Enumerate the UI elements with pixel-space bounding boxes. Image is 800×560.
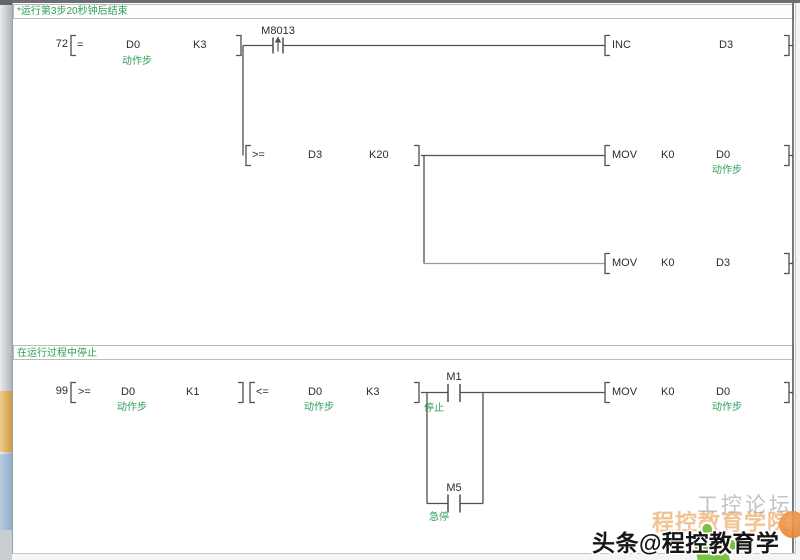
contact-m1[interactable]	[447, 384, 461, 402]
contact-comment-stop: 停止	[424, 403, 444, 414]
canvas-top-border	[12, 0, 800, 3]
statement-text-1: *运行第3步20秒钟后结束	[17, 6, 128, 17]
mov-src-k0[interactable]: K0	[661, 386, 675, 398]
inc-mnemonic[interactable]: INC	[612, 39, 631, 51]
operand-comment: 动作步	[117, 402, 147, 413]
operand-k3[interactable]: K3	[366, 386, 380, 398]
mov-mnemonic[interactable]: MOV	[612, 149, 638, 161]
mov-third-brackets[interactable]	[604, 381, 790, 404]
operand-comment: 动作步	[304, 402, 334, 413]
pulse-contact-m8013[interactable]	[272, 36, 284, 54]
edge-segment-blue	[0, 454, 12, 530]
contact-label-m5[interactable]: M5	[446, 482, 462, 494]
statement-text-2: 在运行过程中停止	[17, 348, 97, 359]
inc-instruction-brackets[interactable]	[604, 34, 790, 57]
rung99-wires	[421, 391, 793, 505]
edge-segment-footer	[0, 530, 12, 560]
edge-segment-orange	[0, 391, 12, 452]
operand-k20[interactable]: K20	[369, 149, 389, 161]
mov-mnemonic[interactable]: MOV	[612, 257, 638, 269]
mov-src-k0[interactable]: K0	[661, 149, 675, 161]
operand-comment: 动作步	[122, 56, 152, 67]
byline-watermark: 头条@程控教育学院	[592, 530, 780, 556]
contact-label-m1[interactable]: M1	[446, 371, 462, 383]
inc-operand-d3[interactable]: D3	[719, 39, 734, 51]
contact-comment-estop: 急停	[429, 512, 449, 523]
compare-op[interactable]: >=	[78, 386, 91, 398]
operand-d0[interactable]: D0	[308, 386, 323, 398]
rung99-compare2-brackets[interactable]	[249, 381, 420, 404]
orange-logo-dot	[779, 511, 800, 538]
step-number-99: 99	[55, 385, 68, 397]
rung99-compare1-brackets[interactable]	[70, 381, 244, 404]
mov-dest-d0[interactable]: D0	[716, 149, 731, 161]
puzzle-logo-icon	[689, 521, 740, 560]
edge-segment-dark	[0, 0, 12, 5]
branch-compare-brackets[interactable]	[245, 144, 420, 167]
operand-comment: 动作步	[712, 165, 742, 176]
mov-dest-d3[interactable]: D3	[716, 257, 731, 269]
forum-watermark: 工控论坛	[697, 494, 793, 517]
operand-k1[interactable]: K1	[186, 386, 200, 398]
ladder-editor-canvas[interactable]	[12, 0, 796, 554]
compare-op[interactable]: =	[77, 39, 84, 51]
operand-k3[interactable]: K3	[193, 39, 207, 51]
rung72-compare-brackets[interactable]	[70, 34, 242, 57]
contact-m5[interactable]	[447, 494, 461, 513]
window-edge-strip	[0, 0, 12, 560]
compare-op[interactable]: >=	[252, 149, 265, 161]
rung72-wires	[242, 44, 793, 156]
compare-op[interactable]: <=	[256, 386, 269, 398]
operand-d0[interactable]: D0	[121, 386, 136, 398]
step-number-72: 72	[55, 38, 68, 50]
operand-d0[interactable]: D0	[126, 39, 141, 51]
branch-wires	[421, 154, 793, 265]
mov-src-k0[interactable]: K0	[661, 257, 675, 269]
operand-comment: 动作步	[712, 402, 742, 413]
mov-dest-d0[interactable]: D0	[716, 386, 731, 398]
operand-d3[interactable]: D3	[308, 149, 323, 161]
mov-mnemonic[interactable]: MOV	[612, 386, 638, 398]
mov-first-brackets[interactable]	[604, 144, 790, 167]
contact-label-m8013[interactable]: M8013	[261, 25, 295, 37]
mov-second-brackets[interactable]	[604, 252, 790, 275]
